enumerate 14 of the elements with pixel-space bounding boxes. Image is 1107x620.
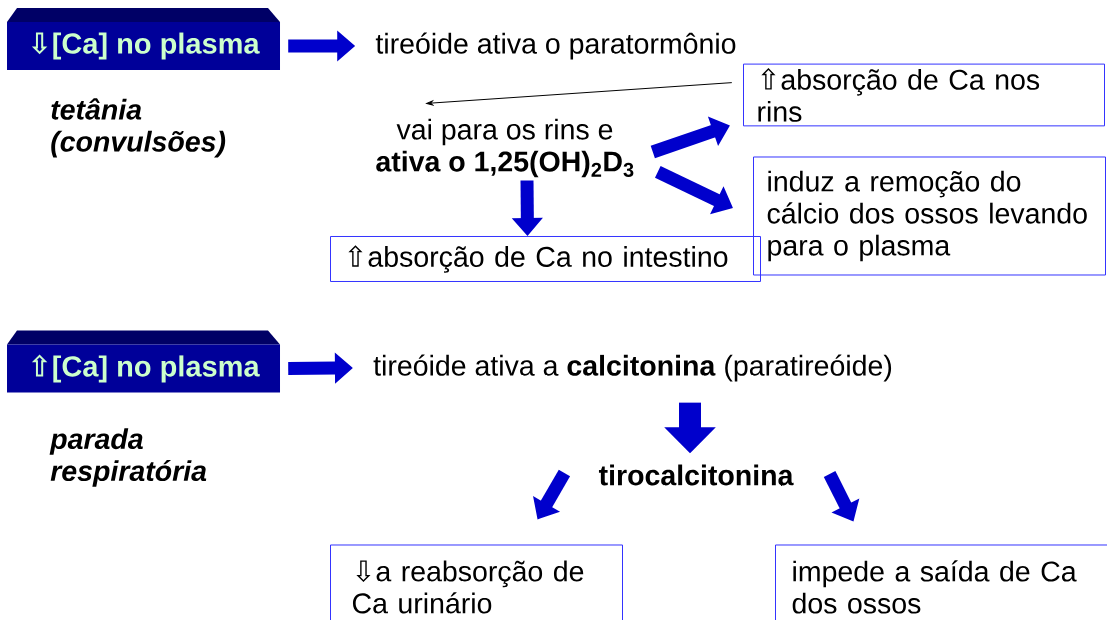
text-box: induz a remoção do cálcio dos ossos levando para o plasma bbox=[753, 156, 1106, 276]
node-text: tireóide ativa a calcitonina (paratireóide) bbox=[373, 354, 892, 382]
node-text: tireóide ativa o paratormônio bbox=[375, 32, 736, 60]
banner: ⇩[Ca] no plasma bbox=[7, 8, 280, 70]
text-box: ⇩a reabsorção de Ca urinário bbox=[330, 544, 623, 620]
banner: ⇧[Ca] no plasma bbox=[7, 330, 280, 393]
italic-note: parada respiratória bbox=[49, 428, 207, 487]
text-box: ⇧absorção de Ca nos rins bbox=[743, 63, 1105, 127]
arrow bbox=[426, 82, 733, 106]
text-box: ⇧absorção de Ca no intestino bbox=[330, 236, 761, 282]
node-text: vai para os rins e ativa o 1,25(OH)$_{2}$D$_{3}$ bbox=[376, 118, 634, 178]
node-text: tirocalcitonina bbox=[598, 464, 794, 486]
text-box: impede a saída de Ca dos ossos bbox=[775, 544, 1107, 620]
italic-note: tetânia (convulsões) bbox=[51, 98, 226, 158]
